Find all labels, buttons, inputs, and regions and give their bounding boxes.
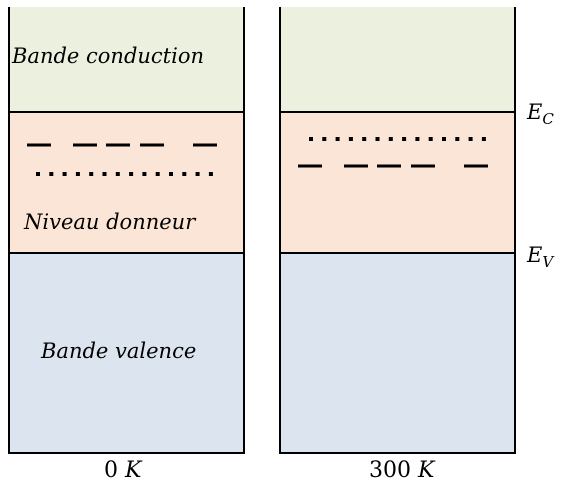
ec-subscript: C: [542, 110, 554, 128]
panel-0k: [8, 7, 245, 454]
valence-band-300k: [281, 254, 514, 452]
ev-subscript: V: [542, 253, 554, 271]
panel-300k: [279, 7, 516, 454]
valence-band-0k: [10, 254, 243, 452]
temperature-value: 300: [369, 458, 411, 483]
ec-label: EC: [527, 100, 554, 128]
donor-level-region-0k: [10, 113, 243, 254]
conduction-band-0k: [10, 7, 243, 113]
temperature-label-0k: 0 K: [104, 458, 141, 483]
temperature-unit: K: [125, 458, 142, 483]
ev-label: EV: [527, 243, 553, 271]
conduction-band-label: Bande conduction: [12, 44, 205, 68]
temperature-value: 0: [104, 458, 118, 483]
ec-symbol: E: [527, 100, 543, 124]
valence-band-label: Bande valence: [41, 339, 197, 363]
donor-level-label: Niveau donneur: [24, 210, 196, 234]
temperature-unit: K: [418, 458, 435, 483]
conduction-band-300k: [281, 7, 514, 113]
temperature-label-300k: 300 K: [369, 458, 434, 483]
ev-symbol: E: [527, 243, 543, 267]
donor-level-region-300k: [281, 113, 514, 254]
